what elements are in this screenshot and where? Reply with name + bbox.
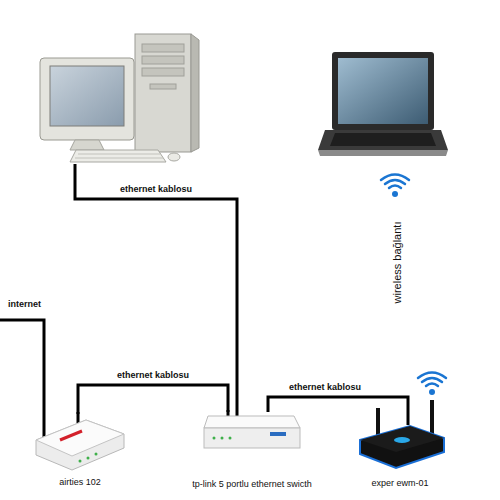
laptop	[318, 52, 448, 156]
plain-label: internet	[6, 299, 43, 310]
ethernet-cable	[78, 385, 228, 414]
pc-cable	[75, 164, 237, 418]
device-caption: exper ewm-01	[355, 477, 445, 489]
device-caption: tp-link 5 portlu ethernet swicth	[188, 478, 316, 490]
device-node: airties 102	[32, 414, 128, 488]
wireless-label: wireless bağlantı	[392, 219, 405, 305]
ethernet-cable	[268, 397, 408, 425]
desktop-pc	[40, 34, 199, 162]
switch-device	[204, 416, 300, 448]
device-node: exper ewm-01	[355, 425, 445, 489]
modem-device	[36, 420, 124, 470]
plain-label: ethernet kablosu	[118, 184, 194, 195]
cable-label: ethernet kablosu	[115, 370, 191, 381]
internet-cable	[0, 320, 44, 440]
router-device	[360, 400, 444, 468]
cable-label: ethernet kablosu	[287, 382, 363, 393]
wifi-symbol	[381, 175, 409, 198]
wifi-symbol	[418, 373, 446, 396]
device-node: tp-link 5 portlu ethernet swicth	[188, 412, 316, 490]
device-caption: airties 102	[32, 476, 128, 488]
